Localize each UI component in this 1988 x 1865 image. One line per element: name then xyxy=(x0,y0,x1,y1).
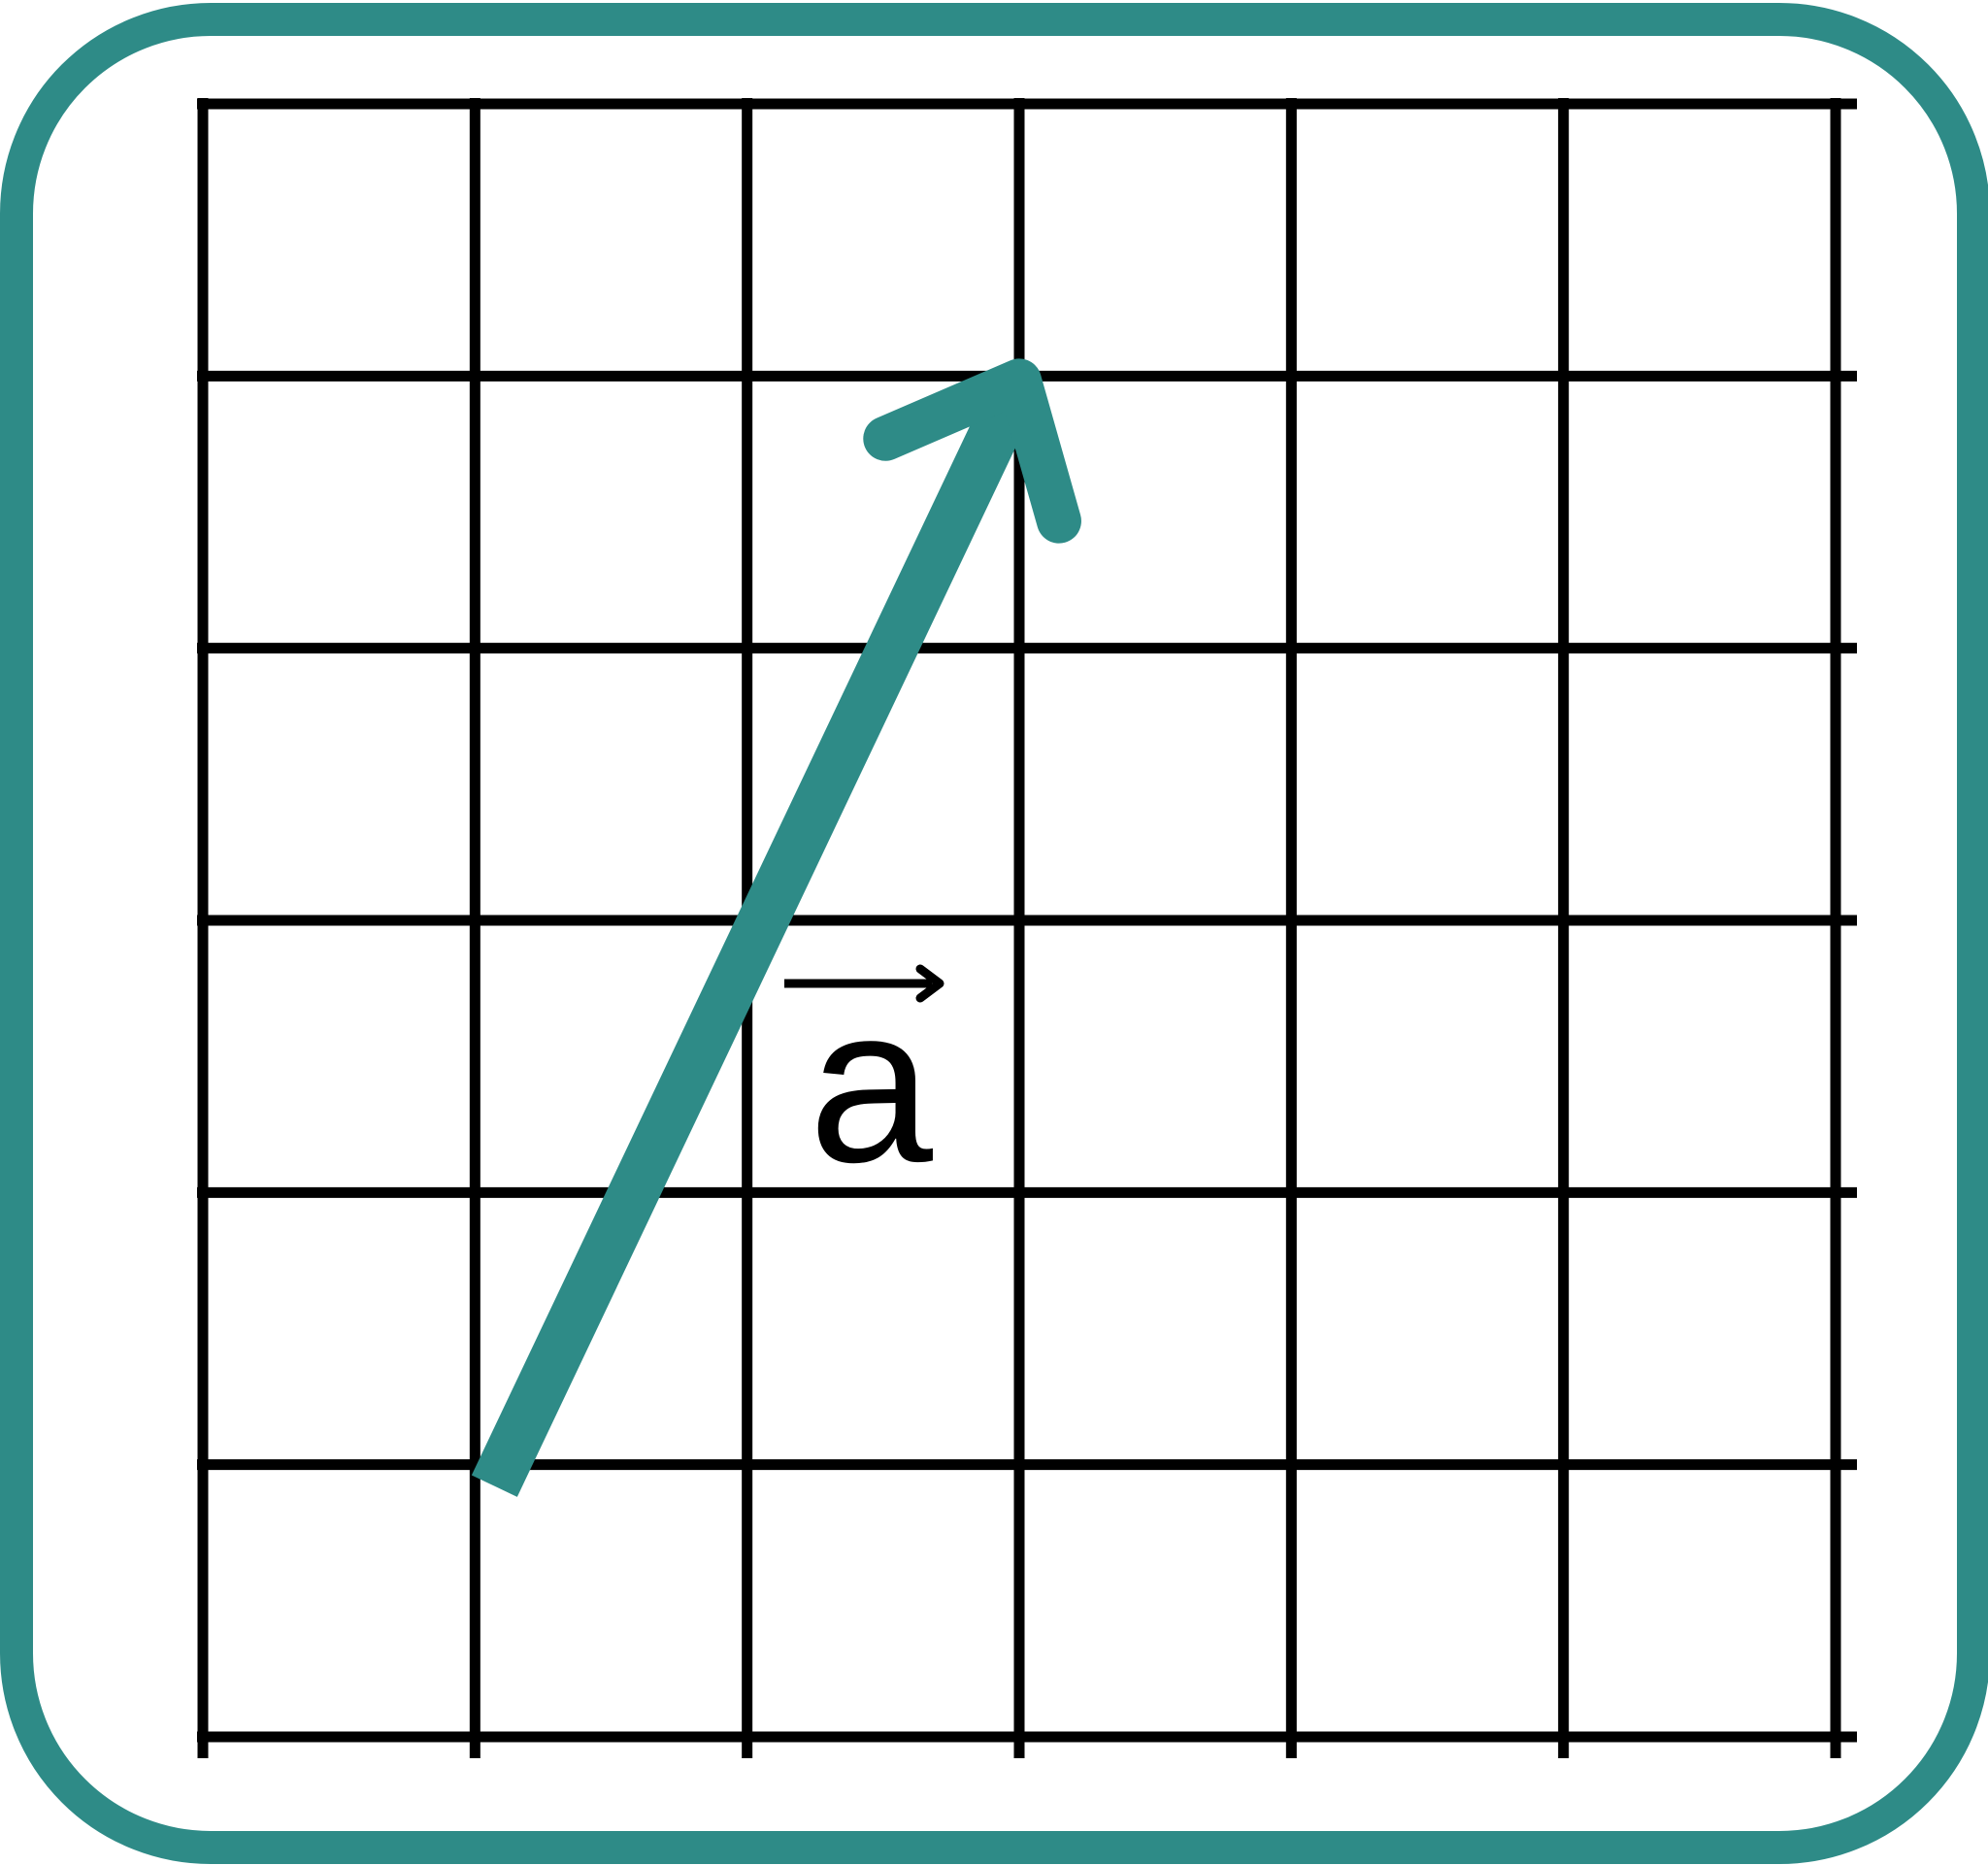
vector-arrowhead xyxy=(863,358,1081,544)
grid-lines xyxy=(197,98,1857,1758)
vector-label-text: a xyxy=(809,959,933,1209)
vector-label: a xyxy=(784,959,944,1209)
vector-shaft xyxy=(471,396,1030,1497)
vector-a xyxy=(471,358,1081,1497)
label-arrow-head xyxy=(915,964,944,1003)
rounded-frame xyxy=(0,3,1988,1864)
